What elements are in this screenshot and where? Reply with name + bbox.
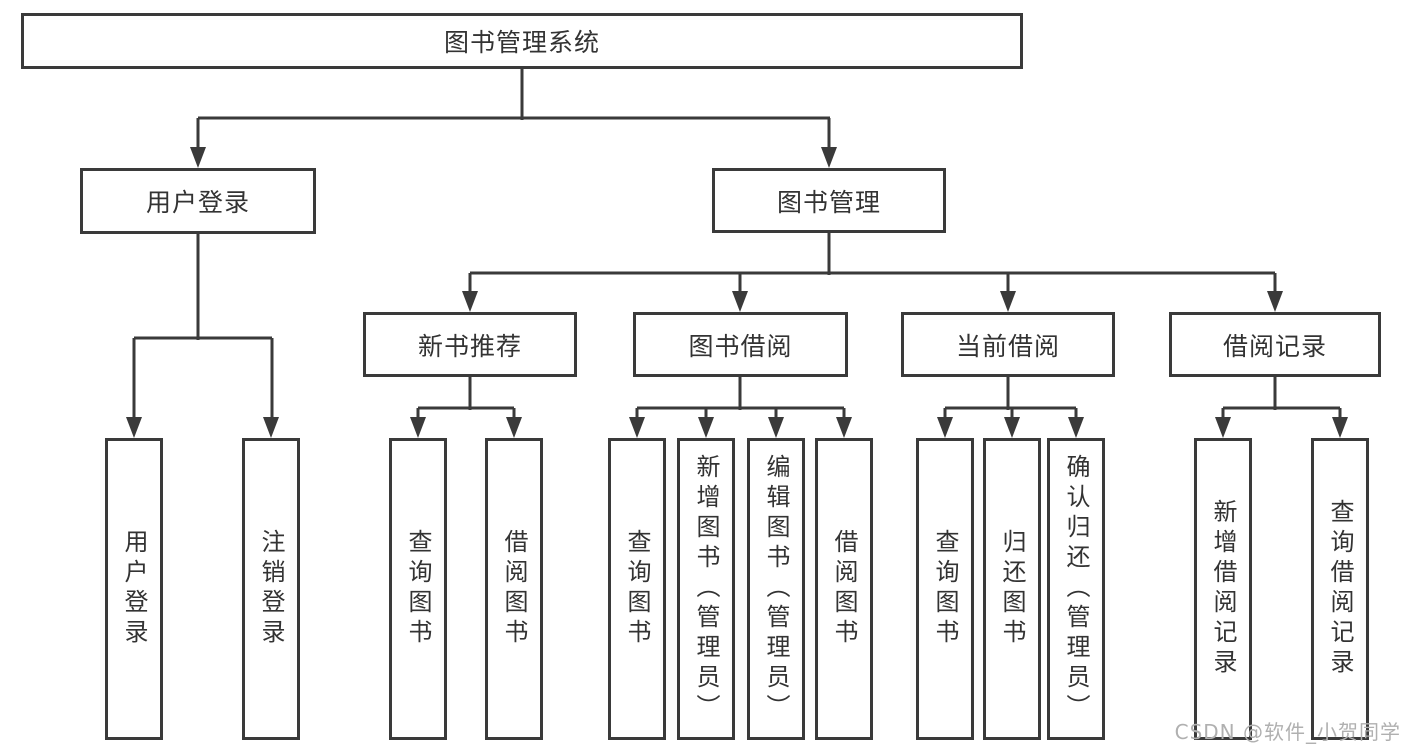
leaf-borrow-books-recommend: 借阅图书 bbox=[485, 438, 543, 740]
leaf-logout: 注销登录 bbox=[242, 438, 300, 740]
leaf-add-borrow-record: 新增借阅记录 bbox=[1194, 438, 1252, 740]
node-book-management: 图书管理 bbox=[712, 168, 946, 233]
leaf-query-books-recommend-label: 查询图书 bbox=[404, 529, 432, 649]
leaf-confirm-return-admin: 确认归还（管理员） bbox=[1047, 438, 1105, 740]
tree-line bbox=[132, 69, 1342, 421]
leaf-return-books-label: 归还图书 bbox=[998, 529, 1026, 649]
node-library-management-system: 图书管理系统 bbox=[21, 13, 1023, 69]
leaf-add-books-admin-label: 新增图书（管理员） bbox=[692, 454, 720, 724]
leaf-user-login-label: 用户登录 bbox=[120, 529, 148, 649]
leaf-query-books-recommend: 查询图书 bbox=[389, 438, 447, 740]
node-current-borrowing: 当前借阅 bbox=[901, 312, 1115, 377]
node-book-borrowing: 图书借阅 bbox=[633, 312, 848, 377]
arrowhead-down-icon bbox=[126, 147, 1348, 438]
watermark: CSDN @软件_小贺同学 bbox=[1174, 720, 1401, 744]
leaf-return-books: 归还图书 bbox=[983, 438, 1041, 740]
leaf-query-books-borrowing: 查询图书 bbox=[608, 438, 666, 740]
leaf-logout-label: 注销登录 bbox=[257, 529, 285, 649]
leaf-query-borrow-record-label: 查询借阅记录 bbox=[1326, 499, 1354, 679]
leaf-borrow-books-borrowing: 借阅图书 bbox=[815, 438, 873, 740]
leaf-borrow-books-recommend-label: 借阅图书 bbox=[500, 529, 528, 649]
leaf-query-books-current: 查询图书 bbox=[916, 438, 974, 740]
node-user-login: 用户登录 bbox=[80, 168, 316, 234]
leaf-query-books-borrowing-label: 查询图书 bbox=[623, 529, 651, 649]
leaf-edit-books-admin: 编辑图书（管理员） bbox=[747, 438, 805, 740]
leaf-add-books-admin: 新增图书（管理员） bbox=[677, 438, 735, 740]
leaf-confirm-return-admin-label: 确认归还（管理员） bbox=[1062, 454, 1090, 724]
leaf-edit-books-admin-label: 编辑图书（管理员） bbox=[762, 454, 790, 724]
leaf-borrow-books-borrowing-label: 借阅图书 bbox=[830, 529, 858, 649]
leaf-add-borrow-record-label: 新增借阅记录 bbox=[1209, 499, 1237, 679]
leaf-query-books-current-label: 查询图书 bbox=[931, 529, 959, 649]
leaf-user-login: 用户登录 bbox=[105, 438, 163, 740]
node-borrowing-records: 借阅记录 bbox=[1169, 312, 1381, 377]
node-new-book-recommendation: 新书推荐 bbox=[363, 312, 577, 377]
leaf-query-borrow-record: 查询借阅记录 bbox=[1311, 438, 1369, 740]
